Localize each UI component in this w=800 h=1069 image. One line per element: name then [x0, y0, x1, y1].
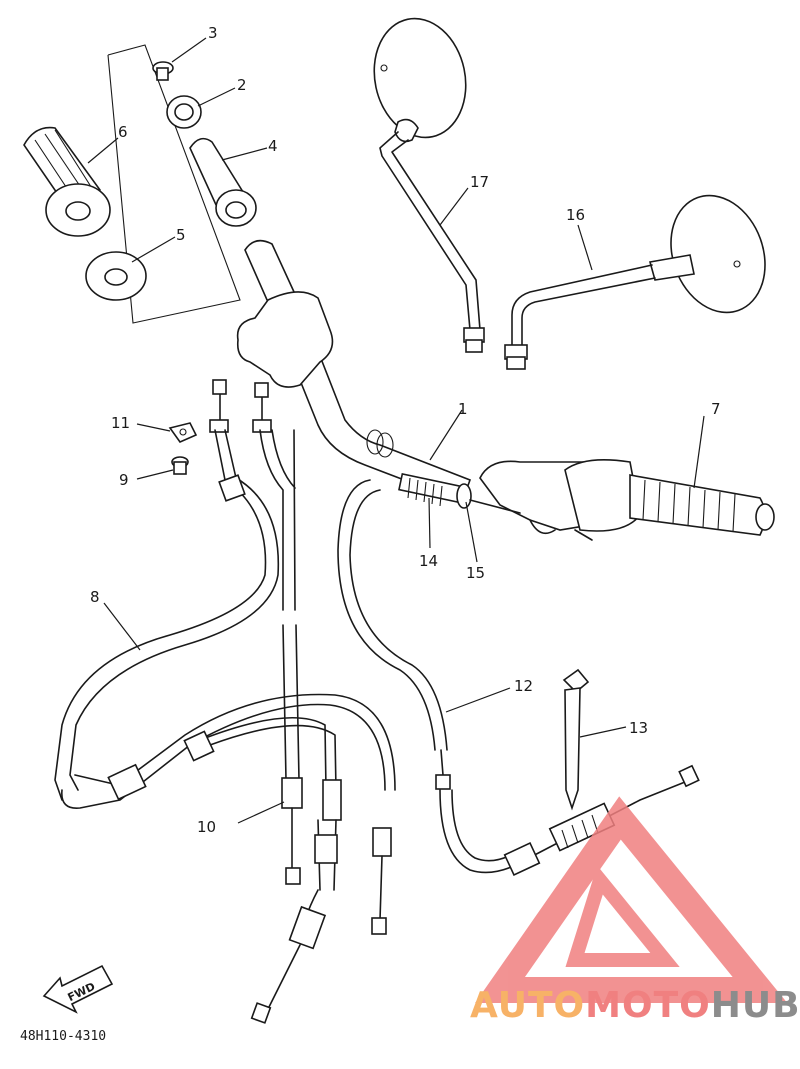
label-11: 11 — [111, 414, 130, 432]
watermark-text: AUTOMOTOHUB — [470, 985, 800, 1026]
leader-lines — [87, 37, 705, 824]
part-16-mirror-right — [504, 194, 766, 370]
part-12-clutch-cable — [337, 479, 700, 876]
watermark-hub: HUB — [711, 985, 800, 1026]
label-15: 15 — [466, 564, 485, 582]
label-5: 5 — [176, 226, 186, 244]
cable-junction — [61, 693, 396, 1024]
part-9-screw — [171, 456, 189, 475]
label-7: 7 — [711, 400, 721, 418]
watermark-logo — [475, 796, 788, 1003]
part-5-washer — [85, 251, 147, 301]
part-14-15-adjuster — [398, 472, 521, 514]
part-17-mirror-left — [373, 17, 485, 353]
part-3-screw — [152, 61, 174, 81]
part-13-cable-tie — [562, 668, 590, 811]
label-9: 9 — [119, 471, 129, 489]
part-7-right-grip — [479, 458, 775, 541]
part-11-holder — [168, 422, 198, 443]
label-6: 6 — [118, 123, 128, 141]
watermark-auto: AUTO — [470, 985, 585, 1026]
label-1: 1 — [458, 400, 468, 418]
label-3: 3 — [208, 24, 218, 42]
watermark-moto: MOTO — [585, 985, 711, 1026]
svg-text:AUTOMOTOHUB: AUTOMOTOHUB — [470, 985, 800, 1026]
label-14: 14 — [419, 552, 438, 570]
part-2-collar — [166, 95, 202, 129]
label-13: 13 — [629, 719, 648, 737]
part-1-handlebar — [236, 239, 472, 504]
label-2: 2 — [237, 76, 247, 94]
part-10-throttle-cable — [252, 382, 303, 885]
diagram-code: 48H110-4310 — [20, 1029, 106, 1044]
label-16: 16 — [566, 206, 585, 224]
label-10: 10 — [197, 818, 216, 836]
part-number-labels: 3 2 4 6 5 17 16 7 1 11 9 14 15 8 12 13 1… — [90, 24, 721, 836]
part-6-grip — [23, 126, 111, 237]
parts-group-bracket — [107, 44, 241, 324]
label-8: 8 — [90, 588, 100, 606]
forward-arrow: FWD — [42, 964, 114, 1014]
label-17: 17 — [470, 173, 489, 191]
label-12: 12 — [514, 677, 533, 695]
label-4: 4 — [268, 137, 278, 155]
part-8-throttle-cable — [54, 379, 280, 801]
part-4-throttle-tube — [189, 137, 257, 227]
